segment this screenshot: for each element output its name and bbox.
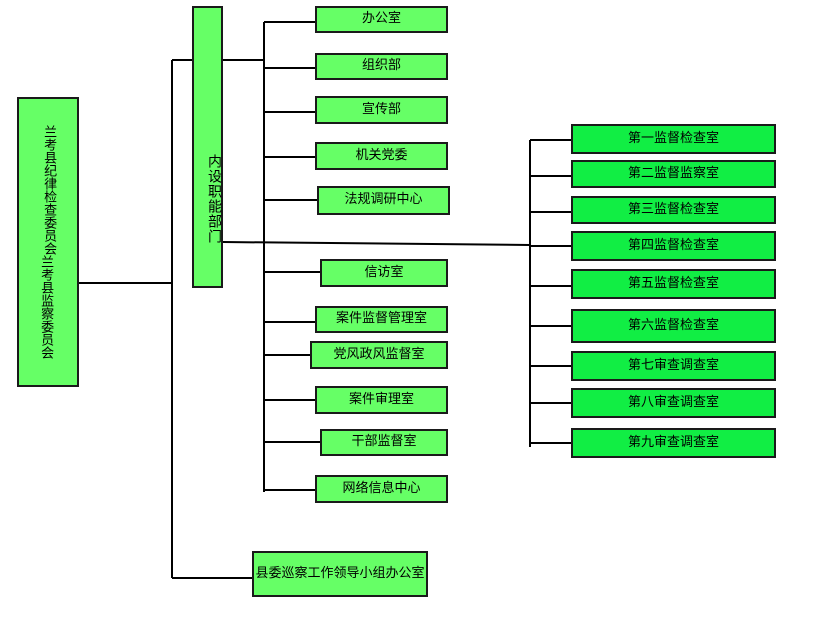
inspection-room-1: 第一监督检查室: [571, 124, 776, 154]
inspection-room-7: 第七审查调查室: [571, 351, 776, 381]
inspection-room-2: 第二监督监察室: [571, 160, 776, 188]
dept-style-supervision: 党风政风监督室: [310, 341, 448, 369]
dept-organization: 组织部: [315, 53, 448, 80]
dept-petition: 信访室: [320, 259, 448, 287]
dept-cadre-supervision: 干部监督室: [320, 429, 448, 456]
inspection-room-4: 第四监督检查室: [571, 231, 776, 261]
dept-party-committee: 机关党委: [315, 142, 448, 170]
dept-case-review: 案件审理室: [315, 386, 448, 414]
patrol-office-node: 县委巡察工作领导小组办公室: [252, 551, 428, 597]
root-line2: 兰考县监察委员会: [38, 255, 54, 359]
dept-network-info: 网络信息中心: [315, 475, 448, 503]
internal-departments-node: 内设职能部门: [192, 6, 223, 288]
inspection-room-6: 第六监督检查室: [571, 309, 776, 343]
inspection-room-5: 第五监督检查室: [571, 269, 776, 299]
dept-office: 办公室: [315, 6, 448, 33]
inspection-room-3: 第三监督检查室: [571, 196, 776, 224]
inspection-room-9: 第九审查调查室: [571, 428, 776, 458]
root-node: 兰考县纪律检查委员会 兰考县监察委员会: [17, 97, 79, 387]
dept-publicity: 宣传部: [315, 96, 448, 124]
root-line1: 兰考县纪律检查委员会: [41, 125, 57, 255]
dept-regulation-research: 法规调研中心: [317, 186, 450, 215]
dept-case-supervision: 案件监督管理室: [315, 306, 448, 333]
inspection-room-8: 第八审查调查室: [571, 388, 776, 418]
internal-to-room-bus: [222, 241, 531, 246]
